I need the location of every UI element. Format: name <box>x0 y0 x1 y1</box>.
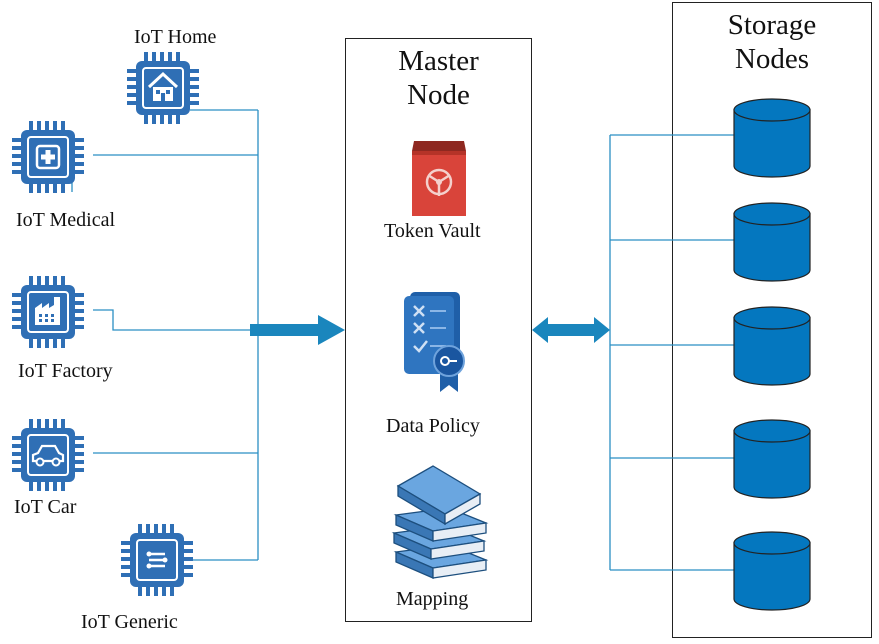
token-vault-label: Token Vault <box>384 220 481 242</box>
sync-double-arrow <box>532 317 610 343</box>
iot-generic-label: IoT Generic <box>81 611 178 633</box>
master-node-box <box>345 38 532 622</box>
master-node-title: Master Node <box>345 44 532 112</box>
storage-nodes-title: Storage Nodes <box>672 8 872 76</box>
storage-node-1 <box>733 98 811 178</box>
storage-node-2 <box>733 202 811 282</box>
master-title-line1: Master <box>398 45 479 77</box>
storage-title-line1: Storage <box>727 9 817 41</box>
iot-home-label: IoT Home <box>134 26 217 48</box>
iot-factory-label: IoT Factory <box>18 360 113 382</box>
storage-title-line2: Nodes <box>734 43 810 75</box>
storage-node-3 <box>733 306 811 386</box>
mapping-label: Mapping <box>396 588 469 610</box>
iot-generic-chip-icon <box>120 523 194 597</box>
mapping-books-icon <box>391 465 489 579</box>
token-vault-icon <box>412 141 466 216</box>
database-cylinder-icon <box>733 419 811 499</box>
database-cylinder-icon <box>733 202 811 282</box>
storage-connectors <box>609 134 734 571</box>
iot-factory-chip-icon <box>11 275 85 349</box>
database-cylinder-icon <box>733 98 811 178</box>
iot-car-chip-icon <box>11 418 85 492</box>
database-cylinder-icon <box>733 306 811 386</box>
iot-home-chip-icon <box>126 51 200 125</box>
iot-medical-label: IoT Medical <box>16 209 116 231</box>
device-connectors <box>71 109 259 561</box>
data-policy-icon <box>404 292 465 392</box>
iot-medical-chip-icon <box>11 120 85 194</box>
storage-node-5 <box>733 531 811 611</box>
data-policy-label: Data Policy <box>386 415 480 437</box>
iot-car-label: IoT Car <box>14 496 77 518</box>
master-title-line2: Node <box>407 79 470 111</box>
storage-nodes-box <box>672 2 872 638</box>
ingest-arrow <box>250 315 345 345</box>
storage-node-4 <box>733 419 811 499</box>
database-cylinder-icon <box>733 531 811 611</box>
